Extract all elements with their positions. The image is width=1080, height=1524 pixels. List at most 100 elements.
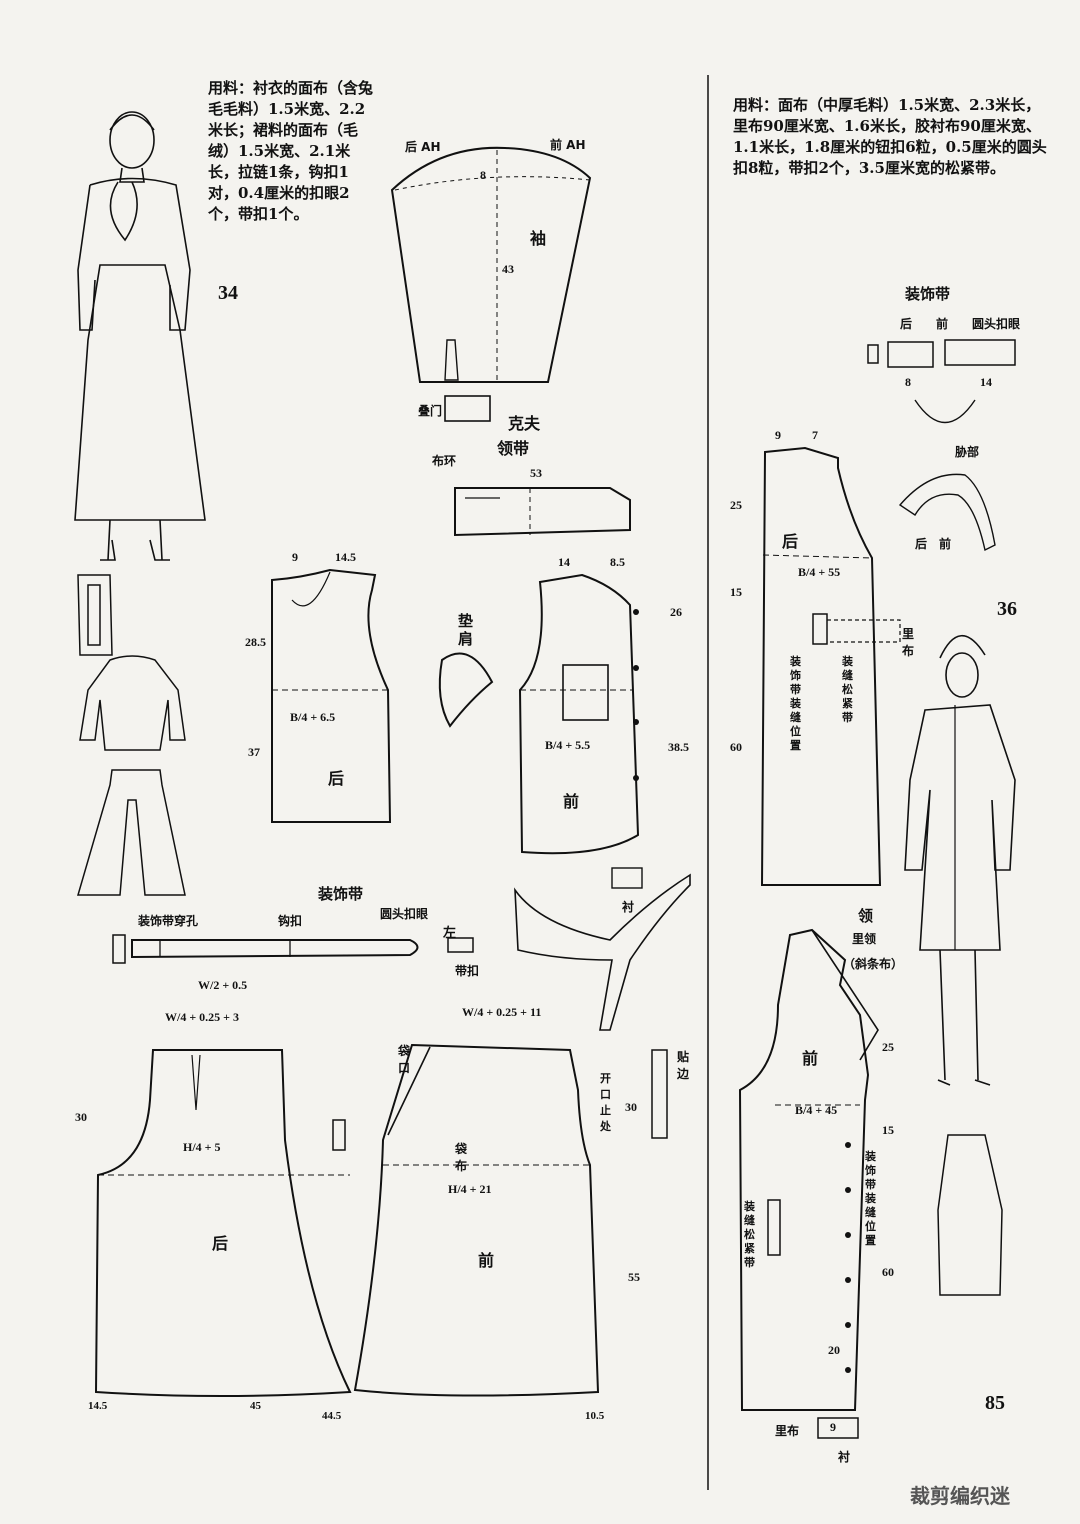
figure-number-34: 34 [218, 282, 238, 304]
coat-back-60: 60 [730, 740, 742, 754]
inner-collar-label: 里领 [852, 932, 877, 946]
coat-back-b4-dim: B/4 + 55 [798, 565, 841, 579]
collar-band-pattern [454, 487, 631, 537]
garment-sketch-culottes [77, 769, 186, 896]
back-height-285: 28.5 [245, 635, 266, 649]
garment-sketch-facing [77, 574, 113, 656]
skirt-front-waist-dim: W/4 + 0.25 + 11 [462, 1005, 542, 1019]
fabric-loop-label: 布环 [432, 454, 457, 468]
stick-edge-label: 贴边 [677, 1050, 690, 1081]
coat-lining-label: 里布 [775, 1424, 800, 1438]
skirt-hem-145: 14.5 [88, 1400, 108, 1412]
collar-label: 领 [858, 907, 874, 925]
collar-band-label: 领带 [497, 439, 530, 458]
deco-belt-label: 装饰带 [318, 885, 364, 903]
coat-sketch [937, 1134, 1003, 1296]
front-ah-label: 前 AH [550, 138, 586, 152]
skirt-front-label: 前 [478, 1251, 495, 1270]
skirt-length-55: 55 [628, 1270, 640, 1284]
skirt-hem-105: 10.5 [585, 1410, 605, 1422]
page-number: 85 [985, 1392, 1005, 1414]
sleeve-pattern [390, 146, 592, 422]
coat-deco-pos-label: 装饰带装缝位置 [865, 1150, 876, 1247]
deco-belt-w2-dim: W/2 + 0.5 [198, 978, 248, 992]
coat-front-15: 15 [882, 1123, 894, 1137]
right-materials-text: 用料：面布（中厚毛料）1.5米宽、2.3米长，里布90厘米宽、1.6米长，胶衬布… [733, 96, 1047, 177]
figure-number-36: 36 [997, 598, 1017, 620]
coat-back-7: 7 [812, 428, 818, 442]
pocket-opening-label: 袋口 [398, 1044, 411, 1075]
shoulder-pad-label-1: 垫 [458, 612, 474, 630]
round-button-hole-label: 圆头扣眼 [380, 907, 429, 921]
skirt-back-label: 后 [212, 1234, 229, 1253]
back-front-label: 后 前 [915, 537, 952, 551]
front-bodice-pattern [518, 573, 643, 889]
skirt-hem-45: 45 [250, 1400, 261, 1412]
figure-36-illustration [904, 635, 1016, 1086]
right-deco-belt-sub: 后 前 圆头扣眼 [900, 317, 1021, 331]
back-ah-label: 后 AH [405, 140, 441, 154]
pocket-cloth-label: 袋布 [455, 1142, 468, 1173]
coat-back-elastic-label: 装缝松紧带 [842, 655, 853, 724]
watermark-text: 裁剪编织迷 [910, 1484, 1010, 1508]
coat-back-pattern [760, 446, 901, 886]
shoulder-pad-pattern [438, 652, 494, 728]
belt-illustration [514, 873, 691, 1031]
cuff-label: 克夫 [508, 414, 541, 433]
back-width-9: 9 [292, 550, 298, 564]
skirt-back-pattern [94, 1049, 352, 1397]
sleeve-length-dim: 43 [502, 262, 514, 276]
skirt-hem-445: 44.5 [322, 1410, 342, 1422]
skirt-front-pattern [332, 1043, 668, 1397]
skirt-back-hip-dim: H/4 + 5 [183, 1140, 221, 1154]
right-deco-belt-label: 装饰带 [905, 285, 951, 303]
front-width-85: 8.5 [610, 555, 625, 569]
side-label: 胁部 [955, 445, 980, 459]
front-bodice-label: 前 [563, 792, 580, 811]
coat-front-25: 25 [882, 1040, 894, 1054]
left-label: 左 [443, 926, 457, 941]
back-width-145: 14.5 [335, 550, 356, 564]
coat-back-15: 15 [730, 585, 742, 599]
right-belt-14: 14 [980, 375, 992, 389]
decorative-belt-pattern [112, 934, 474, 964]
collar-band-length-dim: 53 [530, 466, 542, 480]
right-decorative-belt [867, 339, 1016, 552]
coat-front-label: 前 [802, 1049, 819, 1068]
figure-34-illustration [74, 111, 206, 561]
back-bodice-pattern [271, 568, 392, 823]
coat-front-20: 20 [828, 1343, 840, 1357]
shoulder-pad-label-2: 肩 [458, 630, 474, 648]
left-materials-text: 用料：衬衣的面布（含兔毛毛料）1.5米宽、2.2米长；裙料的面布（毛绒）1.5米… [208, 79, 374, 223]
coat-interlining-label: 衬 [838, 1450, 851, 1464]
coat-front-60: 60 [882, 1265, 894, 1279]
right-belt-8: 8 [905, 375, 911, 389]
sleeve-top-dim: 8 [480, 168, 486, 182]
front-b4-dim: B/4 + 5.5 [545, 738, 591, 752]
skirt-opening-30: 30 [625, 1100, 637, 1114]
front-height-385: 38.5 [668, 740, 689, 754]
hook-label: 钩扣 [278, 914, 303, 928]
front-height-26: 26 [670, 605, 682, 619]
bias-label: （斜条布） [843, 957, 904, 971]
garment-sketch-blouse [79, 655, 186, 751]
coat-back-label: 后 [782, 532, 799, 551]
lining-cloth-label: 里布 [902, 627, 915, 658]
opening-end-label: 开口止处 [600, 1072, 611, 1133]
coat-back-25: 25 [730, 498, 742, 512]
deco-belt-hole-label: 装饰带穿孔 [138, 914, 199, 928]
coat-back-9: 9 [775, 428, 781, 442]
front-interlining-label: 衬 [622, 900, 635, 914]
skirt-back-waist-dim: W/4 + 0.25 + 3 [165, 1010, 240, 1024]
coat-front-b4-dim: B/4 + 45 [795, 1103, 838, 1117]
coat-back-deco-pos-label: 装饰带装缝位置 [790, 655, 801, 752]
front-width-14: 14 [558, 555, 570, 569]
sleeve-label: 袖 [530, 229, 547, 248]
coat-front-pattern [738, 928, 879, 1439]
coat-front-elastic-label: 装缝松紧带 [744, 1200, 755, 1269]
back-b4-dim: B/4 + 6.5 [290, 710, 336, 724]
back-bodice-label: 后 [328, 769, 345, 788]
skirt-front-hip-dim: H/4 + 21 [448, 1182, 492, 1196]
